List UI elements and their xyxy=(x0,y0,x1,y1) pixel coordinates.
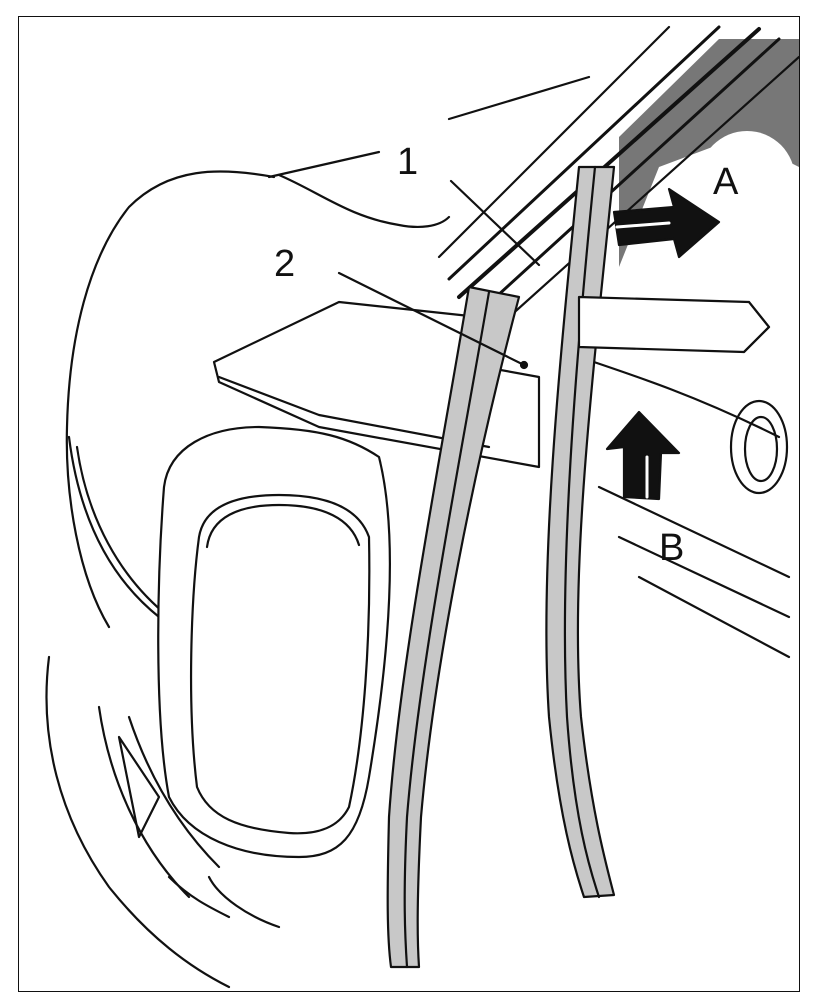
wheel-rim-2 xyxy=(127,715,221,869)
mirror-glass xyxy=(189,493,371,835)
roof-rail-1 xyxy=(447,25,721,281)
mirror-glass-inner xyxy=(205,503,361,549)
trim-bar xyxy=(577,295,771,354)
wheel-spoke-1 xyxy=(117,735,161,839)
callout-b: B xyxy=(659,527,685,569)
leader-line-1 xyxy=(449,179,541,267)
wheel-spoke-2 xyxy=(167,875,231,919)
fender-outline xyxy=(65,170,276,629)
arrow-b xyxy=(605,410,681,501)
label-a-bubble xyxy=(699,131,795,227)
hood-edge xyxy=(277,173,451,228)
diagram-frame: 1 2 A B xyxy=(18,16,800,992)
door-vent-inner xyxy=(743,415,779,483)
roof-rail-outer xyxy=(437,25,671,259)
callout-2: 2 xyxy=(274,243,296,285)
seal-strip-1 xyxy=(386,285,521,969)
roof-rail-3 xyxy=(472,37,781,319)
mirror-housing xyxy=(157,425,391,859)
hood-line-2 xyxy=(267,150,381,179)
seal-strip-2 xyxy=(545,165,616,899)
mirror-bracket-edge xyxy=(217,375,491,449)
door-line-1 xyxy=(577,355,781,439)
wheel-arch-1 xyxy=(67,435,161,619)
wheel-rim-1 xyxy=(97,705,191,899)
leader-line-2 xyxy=(337,271,526,367)
wheel-hub xyxy=(207,875,281,929)
roof-rail-4 xyxy=(487,55,799,337)
door-line-3 xyxy=(617,535,791,619)
door-vent xyxy=(729,399,789,495)
seal-strip-1-edge xyxy=(403,290,491,969)
wheel-outline xyxy=(45,655,231,989)
door-line-2 xyxy=(597,485,791,579)
illustration xyxy=(45,25,799,989)
wheel-arch-2 xyxy=(75,445,171,619)
arrow-a-highlight xyxy=(615,221,671,229)
callout-1: 1 xyxy=(397,141,419,183)
callout-a: A xyxy=(713,161,739,203)
hood-line-1 xyxy=(447,75,591,121)
trim-bar-face xyxy=(742,300,771,354)
door-line-4 xyxy=(637,575,791,659)
roof-rail-2 xyxy=(457,27,761,299)
leader-line-2-dot xyxy=(519,360,529,370)
